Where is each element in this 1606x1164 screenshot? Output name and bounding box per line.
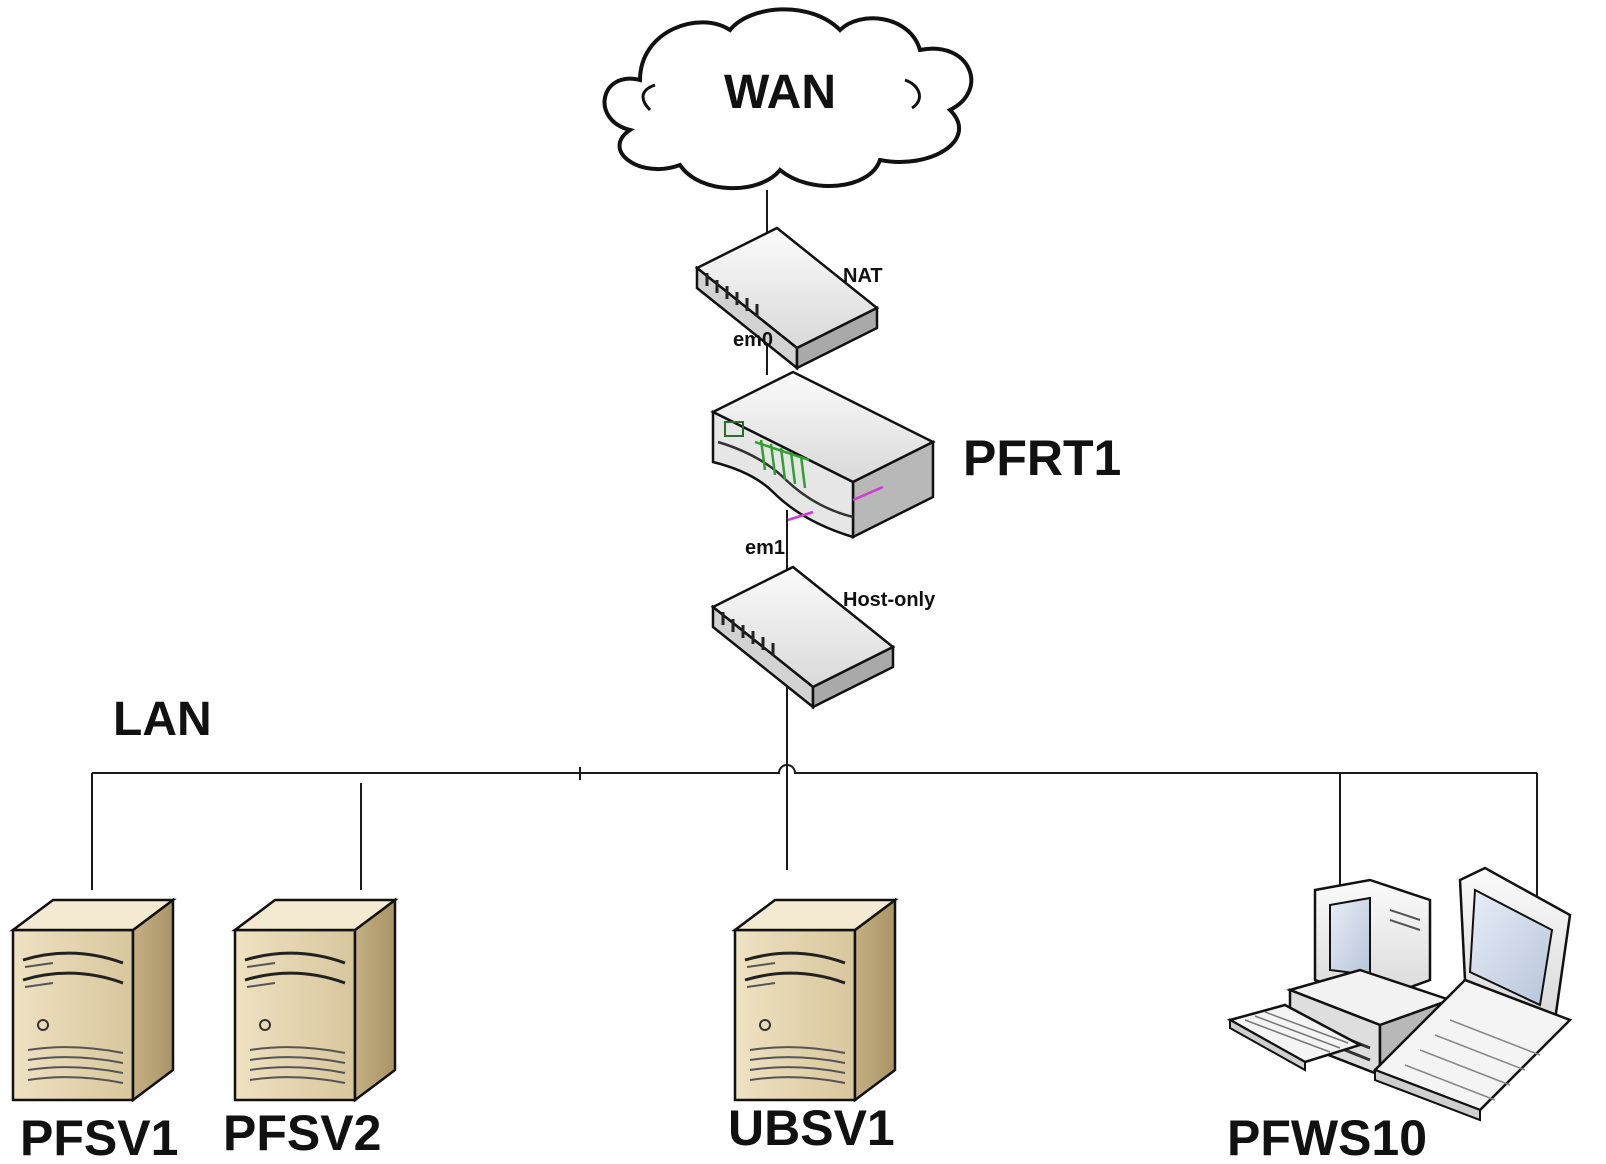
host-label-pfsv1: PFSV1 bbox=[20, 1110, 178, 1164]
server-icon-ubsv1 bbox=[733, 898, 897, 1102]
host-label-pfws10: PFWS10 bbox=[1227, 1110, 1427, 1164]
router-label: PFRT1 bbox=[963, 430, 1121, 486]
server-icon-pfsv1 bbox=[11, 898, 175, 1102]
nat-switch-label: NAT bbox=[843, 265, 883, 287]
wan-label: WAN bbox=[724, 66, 836, 119]
workstation-and-laptop-icon bbox=[1226, 866, 1573, 1122]
router-icon bbox=[710, 370, 936, 540]
router-lan-interface-label: em1 bbox=[745, 537, 785, 559]
host-label-pfsv2: PFSV2 bbox=[223, 1105, 381, 1161]
server-icon-pfsv2 bbox=[233, 898, 397, 1102]
wan-cloud-icon bbox=[602, 7, 974, 191]
host-only-switch-icon bbox=[711, 565, 895, 709]
lan-bus bbox=[92, 764, 1537, 774]
nat-switch-icon bbox=[695, 226, 879, 370]
lan-label: LAN bbox=[113, 693, 212, 746]
host-label-ubsv1: UBSV1 bbox=[728, 1100, 895, 1156]
host-only-switch-label: Host-only bbox=[843, 589, 936, 611]
router-wan-interface-label: em0 bbox=[733, 329, 773, 351]
